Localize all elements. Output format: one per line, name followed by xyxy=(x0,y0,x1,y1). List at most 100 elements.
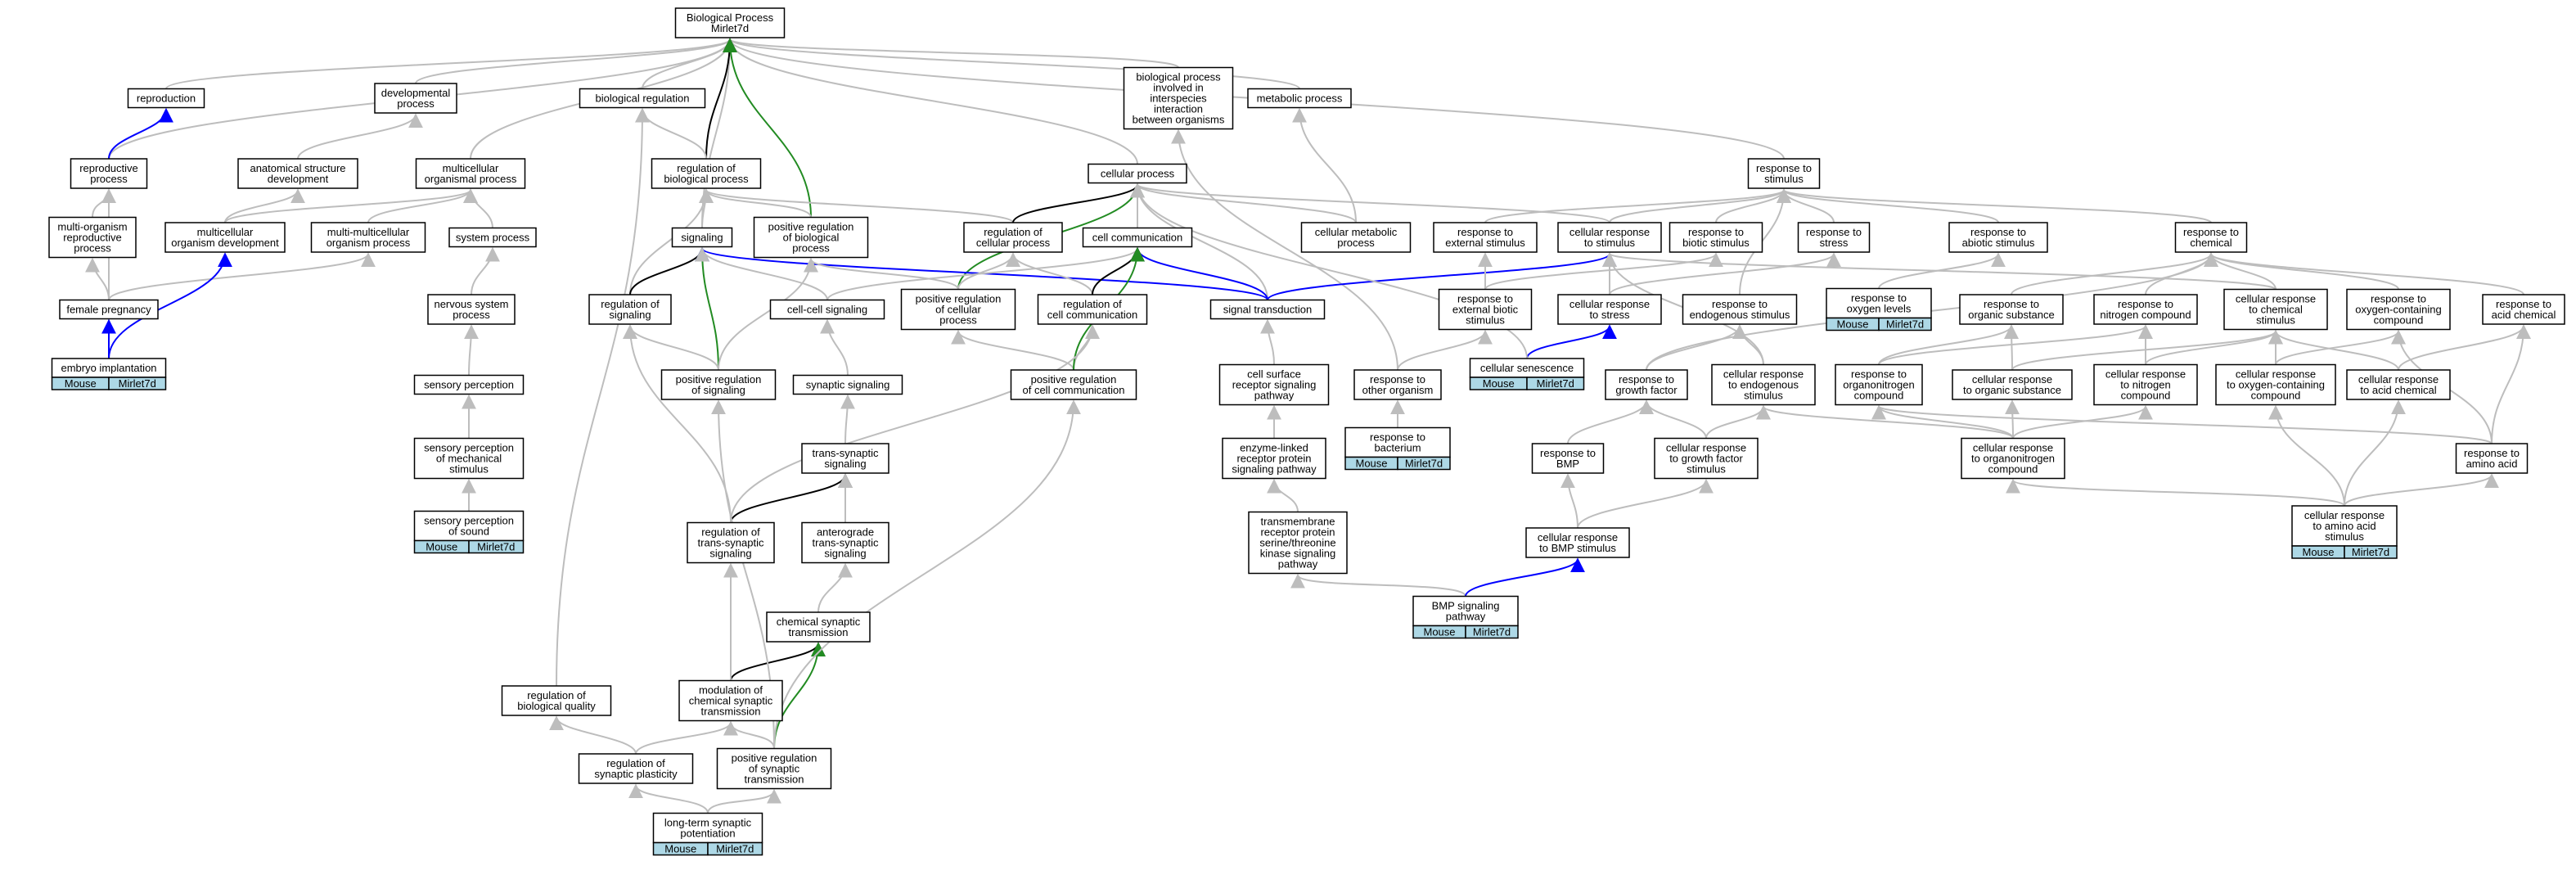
edge-annotated-to xyxy=(108,252,232,359)
node-label-line: modulation of xyxy=(699,683,763,696)
node-box xyxy=(1218,363,1330,406)
node-label-line: potentiation xyxy=(680,827,735,839)
node-label-line: development xyxy=(268,173,329,185)
node-label-line: to BMP stimulus xyxy=(1539,542,1616,554)
node-label-line: compound xyxy=(1854,389,1904,401)
node-label-line: enzyme-linked xyxy=(1240,441,1308,453)
gene-tag: Mirlet7d xyxy=(1886,318,1924,330)
node-label-line: receptor signaling xyxy=(1232,378,1317,390)
edge-is-a xyxy=(723,38,1300,90)
node-label-line: cellular response xyxy=(1973,441,2053,453)
species-tag: Mouse xyxy=(1355,457,1387,469)
species-tag: Mouse xyxy=(65,377,97,390)
edge-positively-regulates xyxy=(723,38,812,218)
node-label-line: of mechanical xyxy=(436,452,502,464)
edge-part-of xyxy=(1012,183,1145,223)
node-label-line: trans-synaptic xyxy=(813,447,879,459)
node-box xyxy=(1248,511,1348,575)
node-label-line: multi-multicellular xyxy=(327,226,410,238)
annotation-tag-box xyxy=(108,377,167,390)
node-box xyxy=(1209,299,1326,320)
node-label-line: response to xyxy=(1370,373,1425,386)
edge-is-a xyxy=(1609,188,1791,223)
edge-is-a xyxy=(2268,329,2399,371)
edge-is-a xyxy=(92,188,116,218)
node-label-line: positive regulation xyxy=(1031,373,1117,386)
node-label-line: organism development xyxy=(171,237,279,249)
edge-annotated-to xyxy=(1465,557,1585,597)
node-box xyxy=(769,299,885,320)
node-label-line: regulation of xyxy=(606,757,665,769)
node-label-line: receptor protein xyxy=(1236,452,1311,464)
node-box xyxy=(127,88,205,109)
node-label-line: reproduction xyxy=(137,92,196,104)
node-box xyxy=(2346,369,2451,400)
node-label-line: cellular response xyxy=(2358,373,2439,386)
edge-is-a xyxy=(2006,478,2345,507)
node-box xyxy=(1952,369,2073,400)
node-box xyxy=(1961,437,2065,480)
node-box xyxy=(1247,88,1352,109)
edge-is-a xyxy=(699,188,1014,223)
node-box xyxy=(2223,288,2328,331)
edge-part-of xyxy=(730,473,853,523)
edge-is-a xyxy=(951,329,1074,371)
edge-is-a xyxy=(224,188,305,223)
edge-is-a xyxy=(1777,188,1999,223)
node-box xyxy=(1747,158,1821,189)
edge-is-a xyxy=(1560,473,1578,529)
edge-positively-regulates xyxy=(695,246,719,371)
node-label-line: Biological Process xyxy=(687,11,774,24)
edge-annotated-to xyxy=(1267,252,1617,301)
node-label-line: regulation of xyxy=(527,689,586,701)
node-label-line: response to xyxy=(1806,226,1862,238)
node-label-line: to organic substance xyxy=(1963,384,2061,396)
edge-is-a xyxy=(1609,252,1841,295)
node-label-line: stimulus xyxy=(1764,173,1804,185)
node-label-line: cellular response xyxy=(1723,368,1804,380)
node-label-line: receptor protein xyxy=(1260,525,1335,538)
species-tag: Mouse xyxy=(426,540,457,553)
node-label-line: organic substance xyxy=(1968,309,2055,321)
edge-is-a xyxy=(1484,252,1723,291)
node-box xyxy=(651,158,762,189)
node-label-line: biological quality xyxy=(517,700,596,712)
node-label-line: serine/threonine xyxy=(1259,536,1335,548)
node-box xyxy=(1557,294,1662,325)
node-label-line: to acid chemical xyxy=(2360,384,2436,396)
node-box xyxy=(2093,294,2198,325)
node-label-line: regulation of xyxy=(677,162,736,174)
node-label-line: response to xyxy=(2118,298,2173,310)
node-label-line: external stimulus xyxy=(1445,237,1525,249)
edge-is-a xyxy=(1171,129,1398,371)
node-label-line: response to xyxy=(2183,226,2239,238)
node-box xyxy=(2482,294,2565,325)
node-box xyxy=(674,7,786,38)
node-label-line: transmission xyxy=(701,705,761,717)
edge-is-a xyxy=(635,107,707,160)
annotation-tag-box xyxy=(1526,377,1585,390)
node-label-line: BMP xyxy=(1556,458,1579,470)
node-label-line: other organism xyxy=(1362,384,1434,396)
node-label-line: positive regulation xyxy=(916,292,1002,304)
edge-is-a xyxy=(804,257,959,290)
go-term-cellular-process: cellular process xyxy=(1088,163,1187,184)
